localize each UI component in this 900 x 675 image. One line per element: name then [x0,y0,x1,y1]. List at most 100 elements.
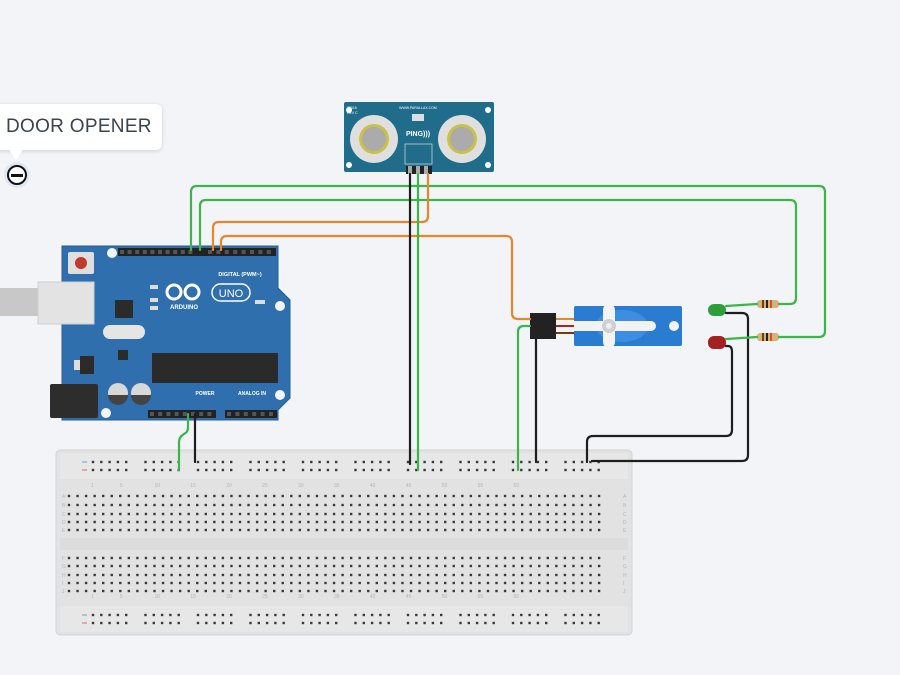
breadboard-hole[interactable] [572,468,575,472]
breadboard-hole[interactable] [597,512,601,516]
breadboard-hole[interactable] [178,528,182,532]
breadboard-hole[interactable] [511,460,515,464]
breadboard-hole[interactable] [125,621,128,625]
breadboard-hole[interactable] [384,512,387,516]
breadboard-hole[interactable] [144,613,147,617]
breadboard-hole[interactable] [247,556,250,560]
breadboard-hole[interactable] [384,564,387,568]
breadboard-hole[interactable] [401,512,404,516]
breadboard-hole[interactable] [349,589,353,593]
breadboard-hole[interactable] [503,494,507,498]
breadboard-hole[interactable] [161,556,165,560]
breadboard-hole[interactable] [170,556,173,560]
arduino-pin-socket[interactable] [250,250,254,254]
breadboard-hole[interactable] [315,494,319,498]
breadboard-hole[interactable] [459,621,462,625]
breadboard-hole[interactable] [307,494,310,498]
breadboard-hole[interactable] [301,468,305,472]
breadboard-hole[interactable] [196,494,199,498]
breadboard-hole[interactable] [426,573,430,577]
breadboard-hole[interactable] [238,494,242,498]
ultrasonic-sensor[interactable]: PING))) WWW.PARALLAX.COM 28015 REV C [344,102,494,174]
breadboard-hole[interactable] [249,621,252,625]
breadboard-hole[interactable] [144,503,148,507]
breadboard-hole[interactable] [341,556,344,560]
arduino-pin-socket[interactable] [174,412,179,416]
breadboard-hole[interactable] [178,573,182,577]
breadboard-hole[interactable] [247,573,250,577]
breadboard-hole[interactable] [358,573,361,577]
breadboard-hole[interactable] [459,613,462,617]
breadboard-hole[interactable] [281,520,284,524]
breadboard-hole[interactable] [196,460,200,464]
breadboard-hole[interactable] [298,581,302,585]
breadboard-hole[interactable] [102,573,105,577]
breadboard-hole[interactable] [67,512,71,516]
breadboard-hole[interactable] [486,589,490,593]
breadboard-hole[interactable] [341,589,344,593]
breadboard-hole[interactable] [538,520,541,524]
breadboard-hole[interactable] [426,528,430,532]
breadboard-hole[interactable] [255,581,259,585]
breadboard-hole[interactable] [281,494,284,498]
breadboard-hole[interactable] [349,520,353,524]
breadboard-hole[interactable] [370,621,374,625]
breadboard-hole[interactable] [563,494,567,498]
breadboard-hole[interactable] [563,564,567,568]
breadboard-hole[interactable] [161,503,165,507]
breadboard-hole[interactable] [503,512,507,516]
breadboard-hole[interactable] [580,494,584,498]
breadboard-hole[interactable] [580,573,584,577]
breadboard-hole[interactable] [153,581,156,585]
breadboard-hole[interactable] [341,512,344,516]
breadboard-hole[interactable] [426,589,430,593]
breadboard-hole[interactable] [264,494,267,498]
breadboard-hole[interactable] [406,460,410,464]
breadboard-hole[interactable] [213,564,216,568]
breadboard-hole[interactable] [384,528,387,532]
breadboard-hole[interactable] [495,520,498,524]
breadboard-hole[interactable] [136,512,139,516]
breadboard-hole[interactable] [301,613,305,617]
breadboard-hole[interactable] [152,468,155,472]
breadboard-hole[interactable] [326,468,330,472]
breadboard-hole[interactable] [597,581,601,585]
breadboard-hole[interactable] [597,520,601,524]
breadboard-hole[interactable] [418,589,421,593]
breadboard-hole[interactable] [503,581,507,585]
breadboard-hole[interactable] [367,564,370,568]
breadboard-hole[interactable] [555,589,558,593]
breadboard-hole[interactable] [538,512,541,516]
breadboard-hole[interactable] [298,520,302,524]
breadboard-hole[interactable] [84,556,88,560]
breadboard-hole[interactable] [67,528,71,532]
breadboard-hole[interactable] [431,621,435,625]
breadboard-hole[interactable] [495,528,498,532]
breadboard-hole[interactable] [520,528,524,532]
breadboard-hole[interactable] [213,520,216,524]
arduino-pin-socket[interactable] [191,412,195,416]
breadboard-hole[interactable] [290,494,293,498]
breadboard-hole[interactable] [520,494,524,498]
breadboard-hole[interactable] [273,503,276,507]
breadboard-hole[interactable] [298,556,302,560]
breadboard-hole[interactable] [426,494,430,498]
breadboard-hole[interactable] [249,468,252,472]
breadboard-hole[interactable] [597,613,600,617]
breadboard-hole[interactable] [257,460,260,464]
breadboard-hole[interactable] [392,573,396,577]
breadboard-hole[interactable] [367,512,370,516]
breadboard-hole[interactable] [84,573,88,577]
breadboard-hole[interactable] [440,460,443,464]
breadboard-hole[interactable] [418,503,421,507]
breadboard-hole[interactable] [247,589,250,593]
breadboard-hole[interactable] [444,589,447,593]
breadboard-hole[interactable] [332,556,336,560]
breadboard-hole[interactable] [384,573,387,577]
breadboard-hole[interactable] [406,613,410,617]
breadboard-hole[interactable] [282,613,285,617]
breadboard-hole[interactable] [290,512,293,516]
breadboard-hole[interactable] [76,520,79,524]
breadboard-hole[interactable] [204,528,207,532]
breadboard-hole[interactable] [563,589,567,593]
